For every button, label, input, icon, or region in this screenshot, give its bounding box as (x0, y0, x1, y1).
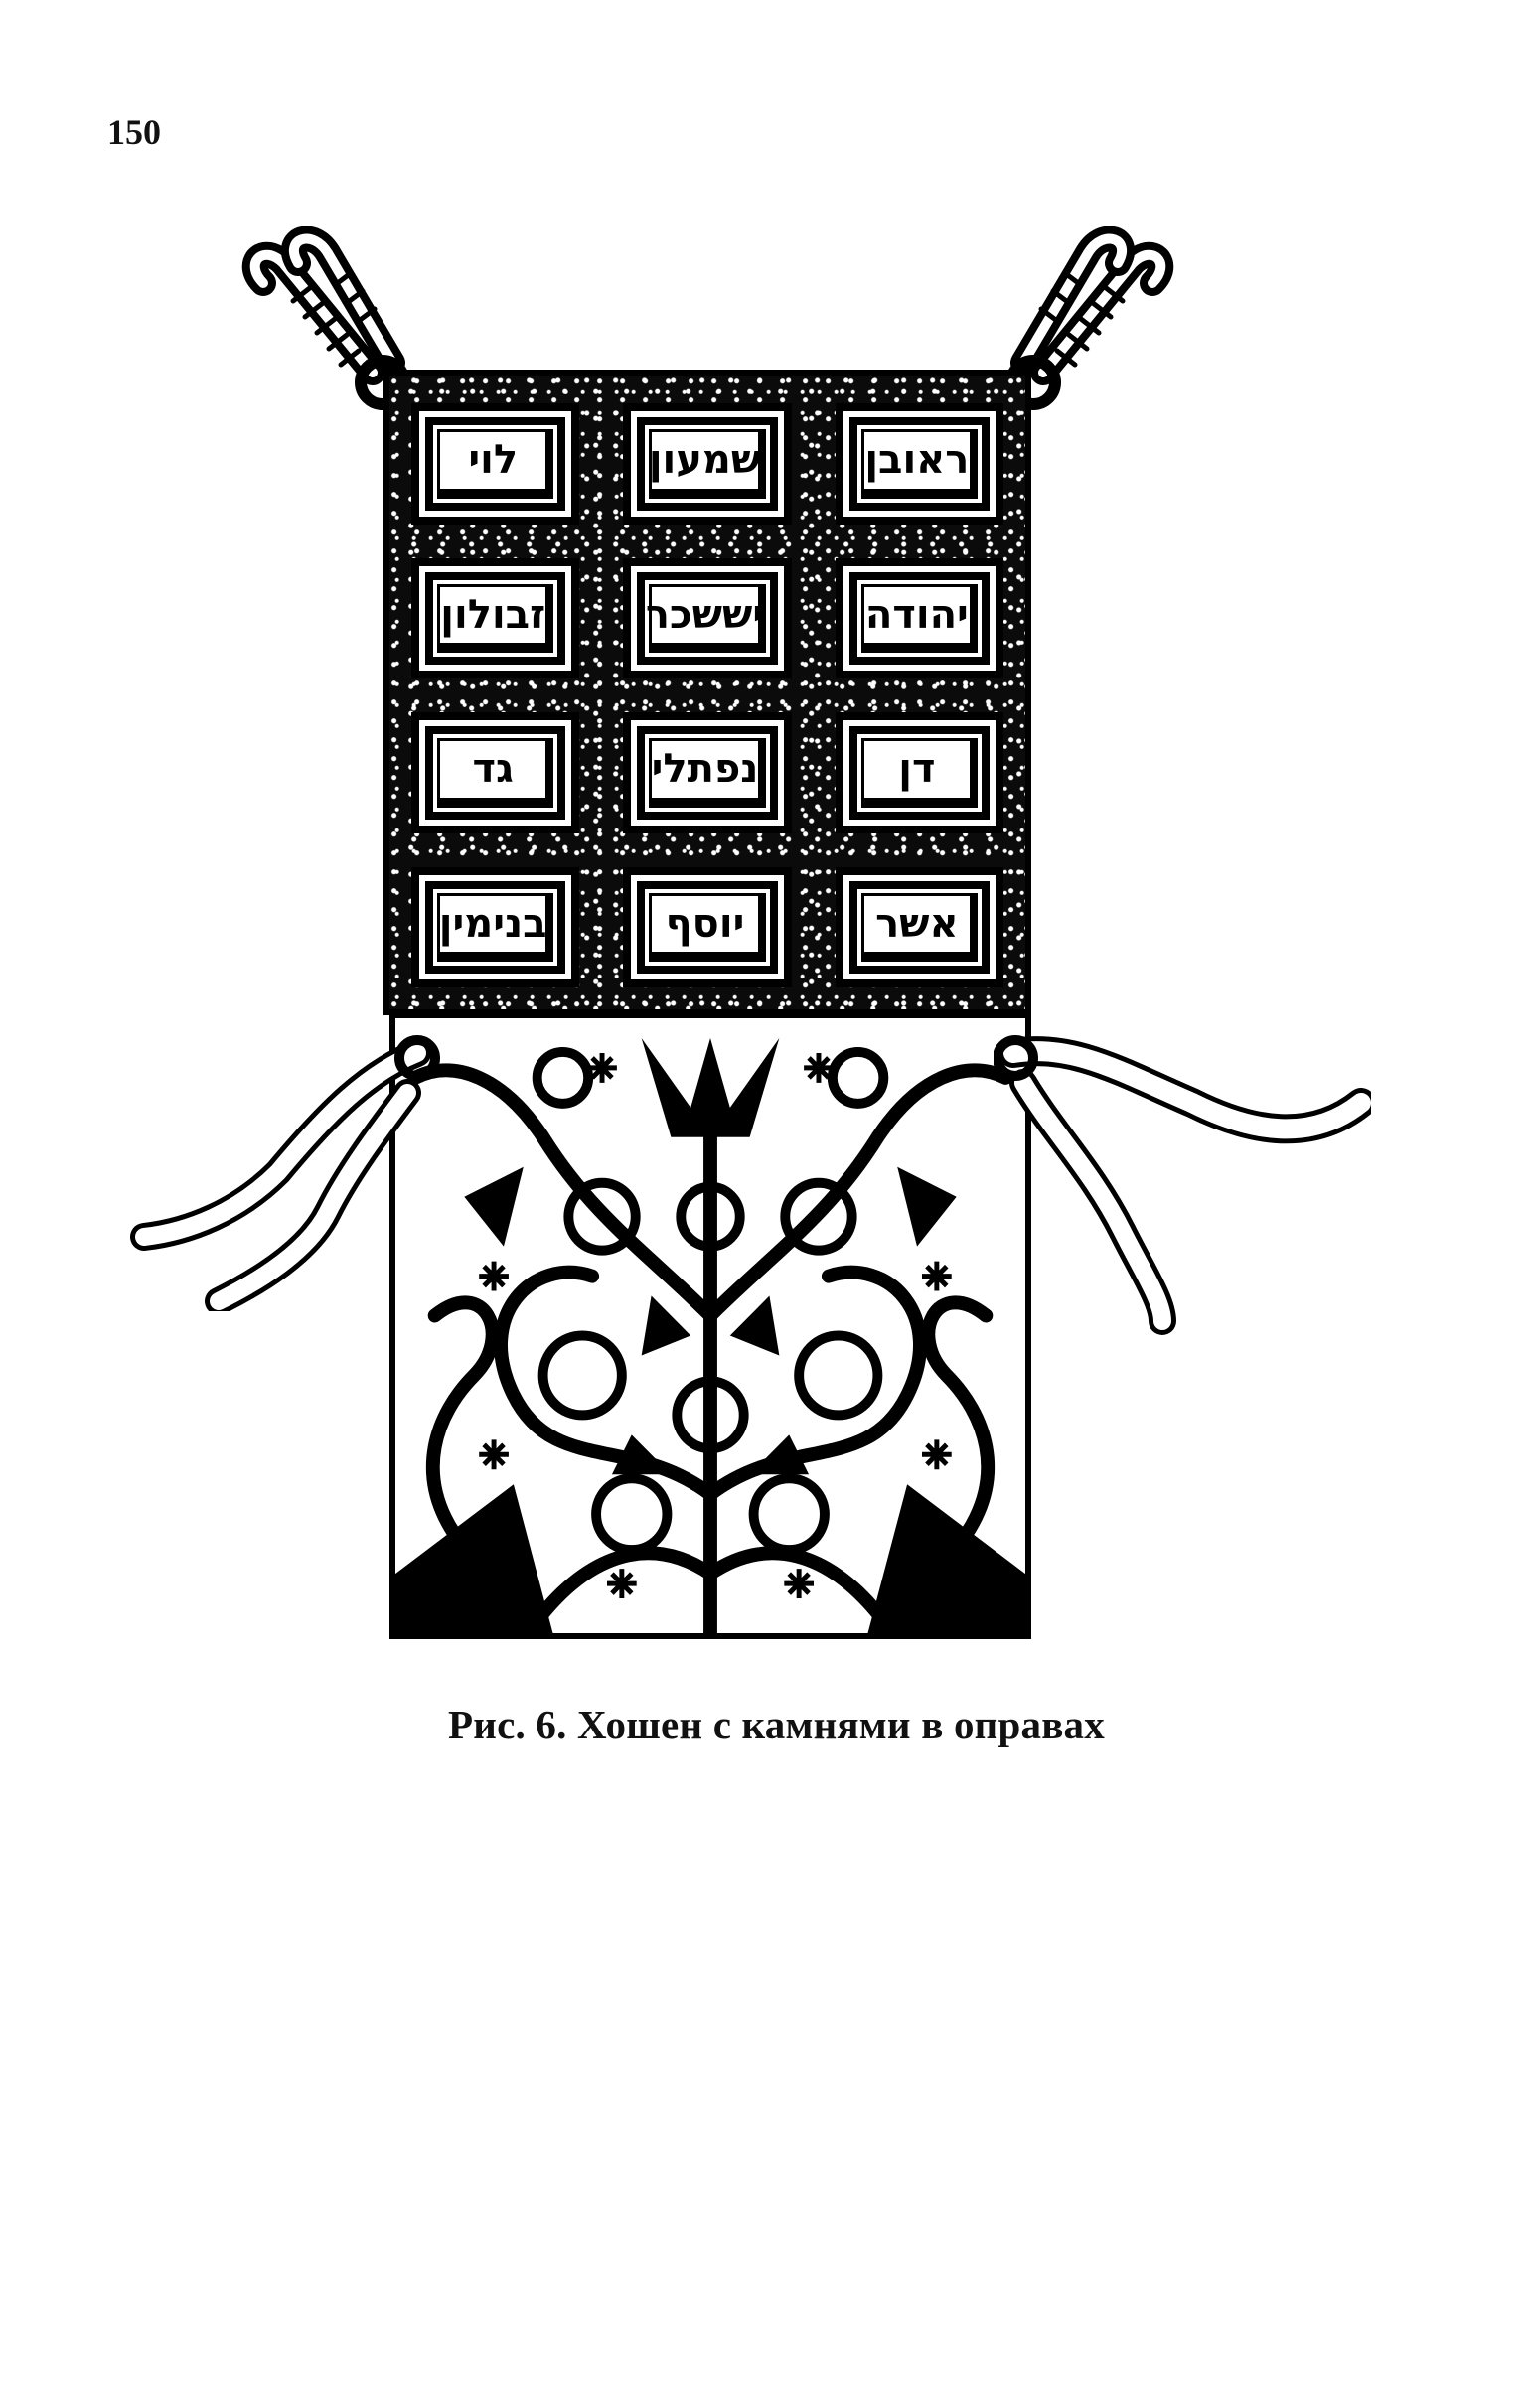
stone-label: יוסף (665, 900, 745, 947)
stone-label: נפתלי (651, 746, 759, 793)
bottom-right-cord-icon (994, 1035, 1371, 1335)
stone-label: גד (472, 746, 514, 793)
stone-setting: ראובן (835, 403, 1003, 525)
stone-label: יששכר (645, 591, 765, 638)
stone-setting: דן (835, 712, 1003, 833)
stone-setting: בנימין (411, 866, 580, 987)
stone-setting: אשר (835, 866, 1003, 987)
stone-setting: גד (411, 712, 580, 833)
page-number: 150 (107, 112, 161, 152)
stone-label: דן (898, 746, 936, 793)
stone-label: ראובן (864, 437, 970, 484)
stone-setting: יוסף (623, 866, 792, 987)
top-left-chain-icon (241, 226, 410, 410)
stone-setting: נפתלי (623, 712, 792, 833)
stone-setting: זבולון (411, 557, 580, 678)
breastplate-stones-panel: ראובן שמעון לוי יהודה יששכר זבולון דן נפ… (383, 370, 1031, 1015)
bottom-left-cord-icon (130, 1035, 440, 1311)
stone-setting: יששכר (623, 557, 792, 678)
stone-setting: שמעון (623, 403, 792, 525)
stone-label: יהודה (864, 591, 969, 638)
stone-label: בנימין (438, 900, 547, 947)
stone-label: זבולון (440, 591, 546, 638)
stone-setting: לוי (411, 403, 580, 525)
floral-pattern-icon (395, 1018, 1025, 1633)
floral-ornament-panel (389, 1015, 1031, 1639)
figure-hoshen: ראובן שמעון לוי יהודה יששכר זבולון דן נפ… (130, 226, 1371, 1639)
top-right-chain-icon (1005, 226, 1174, 410)
stone-label: אשר (875, 900, 959, 947)
stone-setting: יהודה (835, 557, 1003, 678)
figure-caption: Рис. 6. Хошен с камнями в оправах (448, 1702, 1105, 1747)
stone-label: שמעון (648, 437, 762, 484)
stone-label: לוי (468, 437, 519, 484)
